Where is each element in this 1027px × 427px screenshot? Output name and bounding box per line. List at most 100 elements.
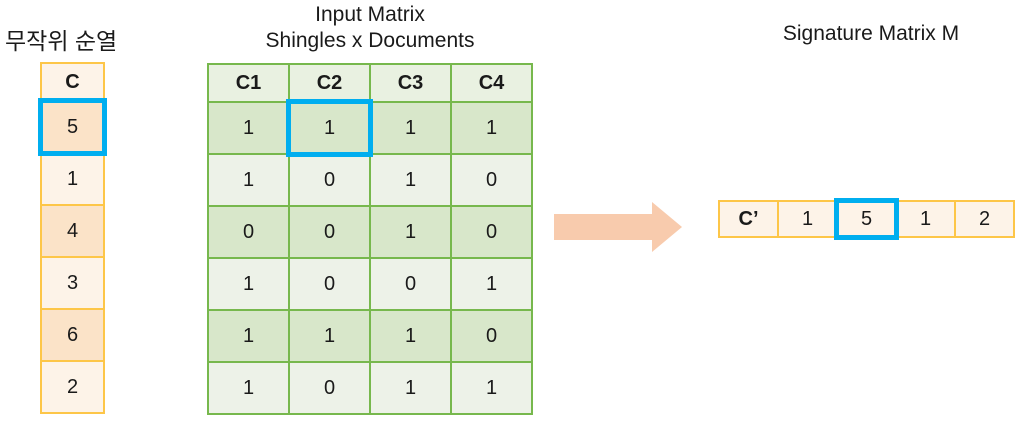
permutation-value: 2 [66,375,79,398]
table-row: 1 0 1 1 [207,361,533,415]
matrix-value: 1 [404,116,417,139]
matrix-value: 0 [323,272,336,295]
matrix-value: 0 [485,168,498,191]
signature-header-cell: C’ [718,200,779,238]
table-row: 1 [40,152,105,206]
permutation-value: 3 [66,271,79,294]
matrix-value: 0 [485,220,498,243]
right-arrow-icon [554,202,682,252]
permutation-cell: 2 [40,360,105,414]
matrix-value: 1 [242,116,255,139]
arrow-head [652,202,682,252]
matrix-value: 0 [323,168,336,191]
matrix-value: 1 [404,168,417,191]
permutation-cell: 6 [40,308,105,362]
signature-matrix-title: Signature Matrix M [782,22,960,45]
matrix-value: 0 [242,220,255,243]
permutation-table: C 5 1 4 3 6 2 [38,62,107,414]
matrix-cell: 1 [207,101,290,155]
matrix-cell-highlighted: 1 [286,99,373,157]
matrix-cell: 1 [369,361,452,415]
input-matrix-title: Input Matrix Shingles x Documents [207,2,533,54]
input-matrix-title-line2: Shingles x Documents [265,29,475,52]
signature-value: 1 [919,207,932,230]
input-matrix-table: C1 C2 C3 C4 1 1 1 1 1 0 1 0 0 0 1 0 1 [207,63,533,415]
matrix-cell: 0 [207,205,290,259]
matrix-value: 1 [323,324,336,347]
matrix-value: 1 [485,376,498,399]
matrix-value: 1 [404,324,417,347]
matrix-cell: 1 [450,257,533,311]
column-header: C2 [288,63,371,103]
matrix-value: 1 [242,324,255,347]
signature-value: 1 [801,207,814,230]
permutation-header-cell: C [40,62,105,102]
matrix-cell: 1 [450,101,533,155]
table-row: 1 1 1 1 [207,99,533,157]
matrix-value: 1 [485,272,498,295]
signature-cell: 1 [777,200,838,238]
permutation-value: 4 [66,219,79,242]
matrix-value: 0 [404,272,417,295]
matrix-value: 1 [404,220,417,243]
matrix-cell: 1 [207,257,290,311]
matrix-value: 1 [242,376,255,399]
matrix-value: 1 [242,168,255,191]
matrix-cell: 0 [369,257,452,311]
table-row: 6 [40,308,105,362]
column-header: C1 [207,63,290,103]
table-row: 1 0 1 0 [207,153,533,207]
matrix-cell: 0 [288,361,371,415]
signature-matrix-row: C’ 1 5 1 2 [718,198,1015,240]
table-row: 3 [40,256,105,310]
permutation-value: 6 [66,323,79,346]
permutation-cell: 4 [40,204,105,258]
matrix-cell: 0 [450,309,533,363]
permutation-cell-highlighted: 5 [38,98,107,156]
matrix-cell: 1 [207,153,290,207]
table-row: 5 [38,98,107,156]
column-header: C4 [450,63,533,103]
matrix-value: 1 [404,376,417,399]
permutation-title: 무작위 순열 [5,28,118,54]
matrix-cell: 1 [207,309,290,363]
input-matrix-header-row: C1 C2 C3 C4 [207,63,533,103]
column-header: C3 [369,63,452,103]
permutation-value: 1 [66,167,79,190]
matrix-value: 0 [323,220,336,243]
matrix-value: 0 [485,324,498,347]
permutation-cell: 3 [40,256,105,310]
matrix-cell: 0 [288,257,371,311]
matrix-cell: 0 [450,153,533,207]
input-matrix-title-line1: Input Matrix [315,3,425,26]
table-row: 1 1 1 0 [207,309,533,363]
matrix-cell: 1 [369,101,452,155]
signature-header: C’ [738,207,759,230]
matrix-cell: 1 [450,361,533,415]
signature-cell: 1 [895,200,956,238]
table-row: 2 [40,360,105,414]
matrix-cell: 0 [288,153,371,207]
matrix-cell: 1 [369,153,452,207]
permutation-header-row: C [40,62,105,102]
permutation-value: 5 [66,115,79,138]
matrix-value: 1 [485,116,498,139]
table-row: 0 0 1 0 [207,205,533,259]
signature-value: 5 [860,207,873,230]
signature-value: 2 [978,207,991,230]
arrow-body [554,214,652,240]
matrix-value: 1 [323,116,336,139]
matrix-cell: 1 [207,361,290,415]
table-row: 1 0 0 1 [207,257,533,311]
table-row: 4 [40,204,105,258]
matrix-cell: 1 [288,309,371,363]
matrix-value: 1 [242,272,255,295]
signature-cell: 2 [954,200,1015,238]
permutation-cell: 1 [40,152,105,206]
matrix-cell: 1 [369,205,452,259]
signature-cell-highlighted: 5 [834,198,899,240]
matrix-cell: 1 [369,309,452,363]
matrix-value: 0 [323,376,336,399]
matrix-cell: 0 [450,205,533,259]
